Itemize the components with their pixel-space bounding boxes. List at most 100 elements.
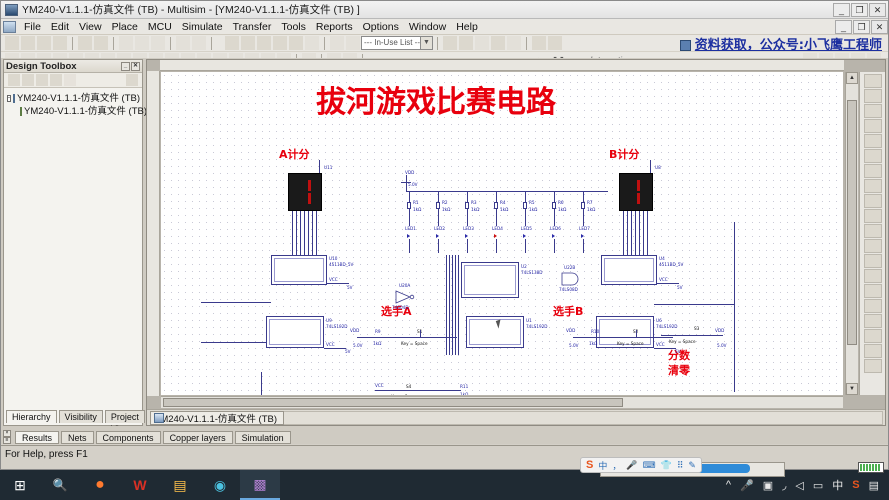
skin-icon[interactable]: 👕 bbox=[660, 459, 672, 470]
tree-node-sheet[interactable]: YM240-V1.1.1-仿真文件 (TB) bbox=[7, 105, 147, 118]
menu-item-reports[interactable]: Reports bbox=[315, 20, 353, 33]
led-4[interactable] bbox=[494, 234, 497, 238]
firefox-icon[interactable]: ● bbox=[95, 476, 105, 493]
place-analog-vertical-icon[interactable] bbox=[863, 134, 882, 148]
results-panel-expand-icon[interactable]: ≡ bbox=[3, 437, 11, 444]
search-icon[interactable]: 🔍 bbox=[52, 478, 68, 492]
browser-icon[interactable]: ◉ bbox=[213, 476, 227, 493]
wifi-icon[interactable]: ◞ bbox=[782, 479, 787, 492]
parent-sheet-icon[interactable] bbox=[241, 36, 255, 50]
place-ttl-vertical-icon[interactable] bbox=[863, 149, 882, 163]
chevron-down-icon[interactable]: ▼ bbox=[420, 37, 432, 49]
close-button[interactable]: ✕ bbox=[869, 2, 886, 17]
notifications-icon[interactable]: ▤ bbox=[868, 479, 879, 492]
punctuation-icon[interactable]: ， bbox=[612, 460, 622, 471]
tree-node-root[interactable]: - YM240-V1.1.1-仿真文件 (TB) bbox=[7, 92, 140, 105]
show-hidden-icons[interactable]: ^ bbox=[725, 479, 731, 491]
zoom-selection-icon[interactable] bbox=[289, 36, 303, 50]
sogou-logo-icon[interactable]: S bbox=[586, 459, 594, 471]
ic-decoder-b[interactable] bbox=[601, 255, 657, 285]
open-sample-icon[interactable] bbox=[37, 36, 51, 50]
new-sheet-icon[interactable] bbox=[8, 74, 20, 86]
place-power-vertical-icon[interactable] bbox=[863, 224, 882, 238]
paste-icon[interactable] bbox=[151, 36, 165, 50]
tab-visibility[interactable]: Visibility bbox=[58, 410, 103, 423]
place-hierarchical-vertical-icon[interactable] bbox=[863, 299, 882, 313]
scroll-up-icon[interactable]: ▲ bbox=[846, 72, 858, 84]
print-icon[interactable] bbox=[78, 36, 92, 50]
led-1[interactable] bbox=[407, 234, 410, 238]
minimize-button[interactable]: _ bbox=[833, 2, 850, 17]
design-properties-icon[interactable] bbox=[126, 74, 138, 86]
resistor-r7[interactable] bbox=[581, 202, 585, 209]
led-7[interactable] bbox=[581, 234, 584, 238]
menu-item-edit[interactable]: Edit bbox=[50, 20, 70, 33]
back-annotate-icon[interactable] bbox=[330, 36, 344, 50]
panel-close-button[interactable]: ✕ bbox=[131, 61, 140, 71]
instruments-vertical-icon[interactable] bbox=[863, 329, 882, 343]
volume-icon[interactable]: ◁ bbox=[795, 479, 804, 492]
place-bus-vertical-icon[interactable] bbox=[863, 314, 882, 328]
open-design-icon[interactable] bbox=[22, 74, 34, 86]
place-indicator-vertical-icon[interactable] bbox=[863, 209, 882, 223]
save-icon[interactable] bbox=[53, 36, 67, 50]
ime-mode-icon[interactable]: 中 bbox=[598, 460, 608, 471]
place-diode-vertical-icon[interactable] bbox=[863, 104, 882, 118]
ic-counter-mid[interactable] bbox=[466, 316, 524, 348]
dropdown-small-icon[interactable] bbox=[507, 36, 521, 50]
microphone-icon[interactable]: 🎤 bbox=[740, 479, 754, 492]
menu-item-transfer[interactable]: Transfer bbox=[232, 20, 272, 33]
ic-demux[interactable] bbox=[461, 262, 519, 298]
vertical-scroll-thumb[interactable] bbox=[847, 100, 857, 345]
menu-item-help[interactable]: Help bbox=[456, 20, 478, 33]
ic-counter-b[interactable] bbox=[596, 316, 654, 348]
menu-item-window[interactable]: Window bbox=[408, 20, 447, 33]
start-button[interactable]: ⊞ bbox=[14, 476, 26, 493]
mdi-minimize-button[interactable]: _ bbox=[835, 19, 852, 34]
copy-icon[interactable] bbox=[135, 36, 149, 50]
menu-item-tools[interactable]: Tools bbox=[281, 20, 306, 33]
place-mixed-vertical-icon[interactable] bbox=[863, 194, 882, 208]
keyboard-icon[interactable]: ⌨ bbox=[642, 459, 656, 470]
new-file-icon[interactable] bbox=[5, 36, 19, 50]
screenshot-icon[interactable]: ▣ bbox=[762, 479, 774, 492]
undo-icon[interactable] bbox=[176, 36, 190, 50]
place-basic-vertical-icon[interactable] bbox=[863, 89, 882, 103]
seven-segment-display-a[interactable] bbox=[288, 173, 322, 211]
place-rf-vertical-icon[interactable] bbox=[863, 254, 882, 268]
maximize-button[interactable]: ❐ bbox=[851, 2, 868, 17]
led-5[interactable] bbox=[523, 234, 526, 238]
forward-annotate-icon[interactable] bbox=[346, 36, 360, 50]
battery-icon[interactable]: ▭ bbox=[812, 479, 824, 492]
seven-segment-display-b[interactable] bbox=[619, 173, 653, 211]
redo-icon[interactable] bbox=[192, 36, 206, 50]
menu-item-mcu[interactable]: MCU bbox=[147, 20, 172, 33]
resistor-r6[interactable] bbox=[552, 202, 556, 209]
resistor-r2[interactable] bbox=[436, 202, 440, 209]
place-misc-digital-vertical-icon[interactable] bbox=[863, 179, 882, 193]
canvas-horizontal-scrollbar[interactable] bbox=[161, 396, 843, 408]
tab-components[interactable]: Components bbox=[95, 431, 161, 444]
refresh-icon[interactable] bbox=[64, 74, 76, 86]
place-source-vertical-icon[interactable] bbox=[863, 74, 882, 88]
place-cmos-vertical-icon[interactable] bbox=[863, 164, 882, 178]
panel-minimize-button[interactable]: _ bbox=[121, 61, 130, 71]
place-misc-vertical-icon[interactable] bbox=[863, 239, 882, 253]
tree-expander-icon[interactable]: - bbox=[7, 95, 11, 102]
menu-item-place[interactable]: Place bbox=[111, 20, 138, 33]
cut-icon[interactable] bbox=[119, 36, 133, 50]
results-panel-close-icon[interactable]: × bbox=[3, 430, 11, 437]
zoom-area-icon[interactable] bbox=[257, 36, 271, 50]
voice-input-icon[interactable]: 🎤 bbox=[626, 459, 638, 470]
resistor-r3[interactable] bbox=[465, 202, 469, 209]
horizontal-scroll-thumb[interactable] bbox=[163, 398, 623, 407]
tab-simulation[interactable]: Simulation bbox=[234, 431, 291, 444]
led-2[interactable] bbox=[436, 234, 439, 238]
document-menu-icon[interactable] bbox=[3, 20, 16, 33]
canvas-vertical-scrollbar[interactable]: ▲ ▼ bbox=[845, 72, 858, 395]
dropdown-small-icon[interactable] bbox=[475, 36, 489, 50]
menu-item-options[interactable]: Options bbox=[362, 20, 399, 33]
resistor-r4[interactable] bbox=[494, 202, 498, 209]
tab-results[interactable]: Results bbox=[15, 431, 60, 444]
print-preview-icon[interactable] bbox=[94, 36, 108, 50]
